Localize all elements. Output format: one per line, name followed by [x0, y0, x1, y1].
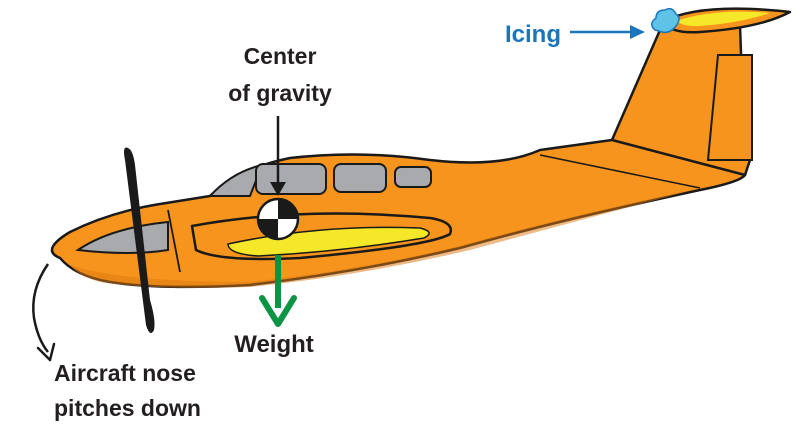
panel-line-2	[539, 154, 701, 189]
cog-arrow	[270, 116, 286, 196]
nose-label-line2: pitches down	[54, 395, 201, 421]
nose-panel	[75, 220, 169, 254]
wing-highlight	[227, 226, 430, 257]
propeller	[124, 147, 155, 334]
icing-label: Icing	[505, 21, 561, 48]
ice-accretion	[651, 7, 680, 34]
fuselage-shade	[70, 188, 700, 288]
cabin-window-3	[394, 166, 432, 188]
icing-arrow	[570, 25, 645, 39]
stabilizer-highlight	[676, 11, 770, 27]
panel-line	[167, 209, 181, 273]
weight-label: Weight	[234, 331, 314, 358]
center-of-gravity-symbol	[256, 197, 300, 241]
cog-label-line2: of gravity	[228, 80, 332, 106]
cabin-window-2	[333, 163, 387, 193]
cog-label-line1: Center	[244, 43, 317, 69]
pitch-down-arrow	[32, 263, 56, 362]
cabin-window-1	[255, 163, 327, 195]
nose-label-line1: Aircraft nose	[54, 360, 196, 386]
weight-arrow	[259, 255, 297, 327]
rudder-line	[706, 54, 753, 161]
